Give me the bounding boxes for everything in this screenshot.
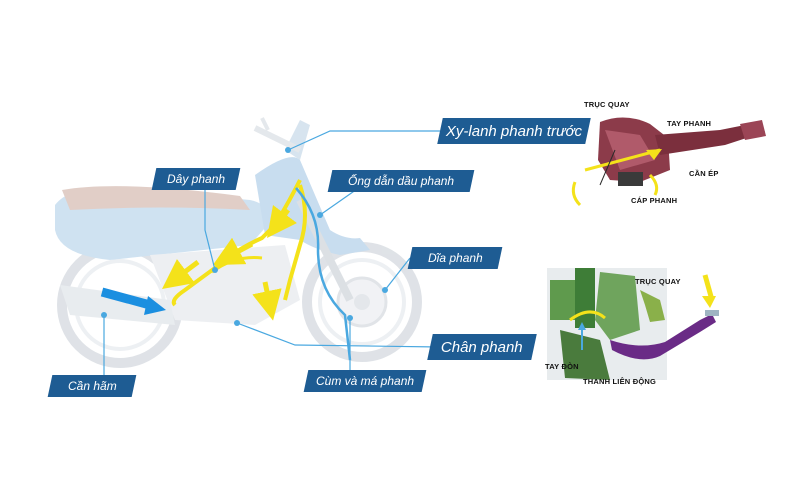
inset-rear-brake-pedal bbox=[547, 268, 719, 380]
motorcycle-illustration bbox=[55, 117, 422, 368]
caption-top-pivot: TRỤC QUAY bbox=[584, 100, 630, 109]
leader-dots bbox=[101, 147, 388, 326]
label-rear-brake-pedal: Chân phanh bbox=[427, 334, 537, 360]
caption-top-press-arm: CẦN ÉP bbox=[689, 169, 719, 178]
muffler-arrow bbox=[100, 287, 166, 315]
leader-lines bbox=[103, 130, 441, 375]
caption-bottom-lever-arm: TAY ĐÒN bbox=[545, 362, 579, 371]
caption-top-cable: CÁP PHANH bbox=[631, 196, 678, 205]
brake-fluid-path bbox=[162, 179, 307, 321]
label-front-master-cylinder: Xy-lanh phanh trước bbox=[437, 118, 591, 144]
caption-bottom-pivot: TRỤC QUAY bbox=[635, 277, 681, 286]
label-caliper-and-pads: Cùm và má phanh bbox=[303, 370, 427, 392]
label-brake-disc: Dĩa phanh bbox=[407, 247, 503, 269]
caption-top-lever: TAY PHANH bbox=[667, 119, 712, 128]
label-muffler: Cần hãm bbox=[47, 375, 137, 397]
brake-hose-line bbox=[295, 187, 352, 361]
caption-bottom-link-rod: THANH LIÊN ĐỘNG bbox=[583, 377, 656, 386]
label-brake-oil-hose: Ống dẫn dầu phanh bbox=[327, 170, 475, 192]
inset-front-brake-lever bbox=[571, 117, 766, 207]
label-brake-cable: Dây phanh bbox=[151, 168, 241, 190]
